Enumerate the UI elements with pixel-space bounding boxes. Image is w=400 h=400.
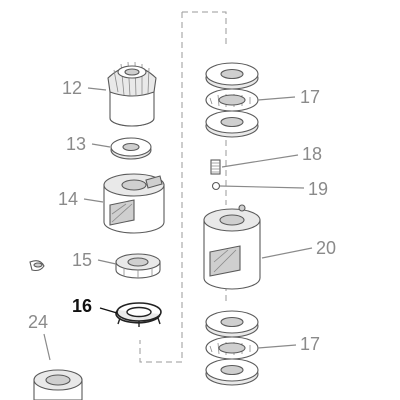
label-part-12: 12 — [62, 78, 82, 98]
leader-16 — [99, 307, 118, 314]
leader-17-top — [257, 96, 296, 101]
part-18-set-screw — [210, 159, 221, 175]
part-17-thrust-bearing-top — [205, 62, 259, 138]
leader-12 — [87, 87, 107, 91]
label-part-17-bottom: 17 — [300, 334, 320, 354]
leader-14 — [83, 198, 104, 203]
leader-17-bottom — [257, 344, 297, 349]
leader-19 — [219, 185, 305, 189]
part-24-sleeve — [29, 260, 83, 400]
leader-15 — [97, 259, 117, 265]
part-14-slotted-bushing — [103, 173, 165, 234]
part-12-bevel-gear — [107, 61, 157, 127]
label-part-16: 16 — [72, 296, 92, 316]
part-15-nut — [115, 253, 161, 279]
label-part-18: 18 — [302, 144, 322, 164]
label-part-14: 14 — [58, 189, 78, 209]
leader-20 — [261, 247, 313, 259]
label-part-17-top: 17 — [300, 87, 320, 107]
leader-13 — [91, 143, 111, 148]
label-part-15: 15 — [72, 250, 92, 270]
part-number-labels: 12 13 14 15 16 17 18 19 20 17 24 — [28, 78, 336, 354]
part-17-thrust-bearing-bottom — [205, 310, 259, 386]
part-19-ball — [211, 181, 221, 191]
leader-24 — [43, 333, 51, 361]
part-20-housing — [203, 204, 261, 290]
label-part-19: 19 — [308, 179, 328, 199]
part-16-retaining-ring — [115, 302, 162, 327]
label-part-20: 20 — [316, 238, 336, 258]
leader-18 — [221, 154, 299, 168]
part-13-washer — [110, 137, 152, 160]
label-part-13: 13 — [66, 134, 86, 154]
leader-lines — [43, 87, 313, 361]
label-part-24: 24 — [28, 312, 48, 332]
